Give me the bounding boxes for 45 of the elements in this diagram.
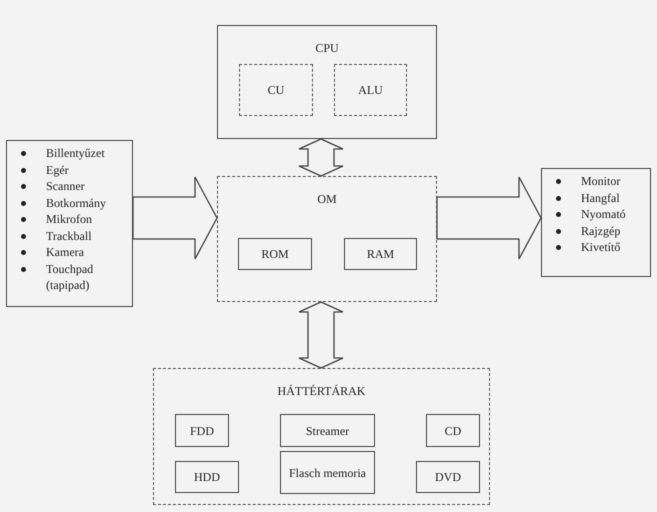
- box-label: Flasch memoria: [288, 464, 367, 480]
- list-box: [541, 168, 651, 277]
- list-item: Hangfal: [581, 190, 620, 206]
- process-box: [416, 461, 480, 493]
- list-item: Rajzgép: [581, 222, 620, 239]
- list-item: Egér: [46, 162, 69, 178]
- dashed-box: [334, 64, 407, 116]
- dashed-box: [217, 176, 437, 302]
- box-label: Streamer: [304, 422, 350, 438]
- list-item: Botkormány: [46, 194, 106, 211]
- box-label: ROM: [260, 246, 290, 262]
- block-arrow: [298, 301, 344, 369]
- process-box: [280, 451, 375, 494]
- process-box: [175, 461, 239, 493]
- list-item: Trackball: [46, 228, 92, 244]
- list-item: Mikrofon: [46, 211, 92, 228]
- process-box: [217, 25, 437, 139]
- list-item: Kamera: [46, 244, 84, 260]
- list-box: [6, 140, 133, 307]
- box-label: HDD: [193, 469, 221, 485]
- process-box: [344, 238, 417, 270]
- block-arrow: [132, 176, 218, 260]
- process-box: [280, 414, 375, 447]
- box-label: CU: [266, 82, 286, 98]
- dashed-box: [239, 64, 313, 116]
- list-item: Nyomató: [581, 206, 626, 222]
- list-item: Scanner: [46, 178, 85, 194]
- box-title: HÁTTÉRTÁRAK: [278, 384, 366, 398]
- box-label: CD: [444, 422, 462, 438]
- list-item: Billentyűzet: [46, 145, 105, 162]
- list-item: Kivetítő: [581, 239, 620, 256]
- dashed-box: [153, 368, 490, 505]
- process-box: [426, 414, 480, 447]
- process-box: [175, 414, 229, 447]
- box-label: FDD: [188, 422, 215, 438]
- box-label: RAM: [366, 246, 396, 262]
- block-arrow: [298, 138, 344, 177]
- box-title: OM: [317, 192, 337, 206]
- block-arrow: [436, 176, 542, 260]
- box-label: DVD: [434, 469, 462, 485]
- list-item: Monitor: [581, 173, 620, 190]
- box-label: ALU: [357, 82, 384, 98]
- process-box: [238, 238, 312, 270]
- list-item: Touchpad (tapipad): [46, 260, 94, 294]
- box-title: CPU: [315, 41, 339, 55]
